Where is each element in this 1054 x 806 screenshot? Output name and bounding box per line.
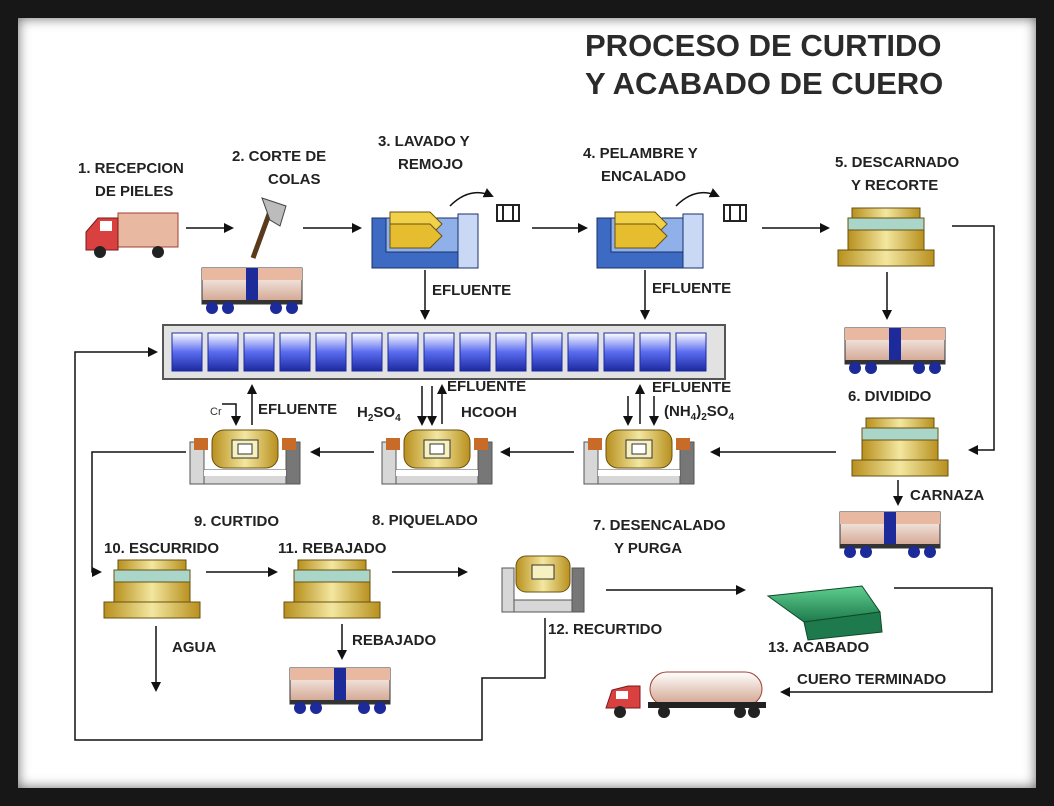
effluent-cell bbox=[387, 332, 419, 372]
railcar-icon-1 bbox=[201, 267, 303, 315]
step-2-label-2: COLAS bbox=[268, 171, 321, 188]
rebajado-label: REBAJADO bbox=[352, 632, 437, 649]
step-2-label: 2. CORTE DE bbox=[232, 148, 326, 165]
effluent-cell bbox=[207, 332, 239, 372]
diagram-title-line1: PROCESO DE CURTIDO bbox=[585, 28, 942, 63]
effluent-channel bbox=[162, 324, 726, 380]
shaving-machine-icon bbox=[283, 559, 381, 619]
finishing-machine-icon bbox=[766, 585, 883, 641]
tanker-truck-icon bbox=[605, 671, 766, 718]
railcar-icon-5 bbox=[844, 327, 946, 375]
h2so4-label: H2SO4 bbox=[357, 404, 401, 424]
step-3-label: 3. LAVADO Y bbox=[378, 133, 470, 150]
effluent-cell bbox=[603, 332, 635, 372]
washer-icon-4 bbox=[596, 211, 704, 269]
effluent-cell bbox=[171, 332, 203, 372]
flow-arrows bbox=[74, 223, 995, 741]
effluent-cell bbox=[531, 332, 563, 372]
efluente-label-9: EFLUENTE bbox=[258, 401, 337, 418]
step-7-label-2: Y PURGA bbox=[614, 540, 682, 557]
tanning-drum-icon bbox=[189, 429, 301, 485]
step-4-label: 4. PELAMBRE Y bbox=[583, 145, 698, 162]
cuero-terminado-label: CUERO TERMINADO bbox=[797, 671, 946, 688]
sammying-machine-icon bbox=[103, 559, 201, 619]
effluent-cell bbox=[423, 332, 455, 372]
effluent-cell bbox=[279, 332, 311, 372]
pickling-drum-icon bbox=[381, 429, 493, 485]
step-7-label: 7. DESENCALADO bbox=[593, 517, 726, 534]
effluent-cell bbox=[639, 332, 671, 372]
effluent-cell bbox=[495, 332, 527, 372]
effluent-cell bbox=[243, 332, 275, 372]
effluent-cell bbox=[351, 332, 383, 372]
effluent-cell bbox=[675, 332, 707, 372]
step-6-label: 6. DIVIDIDO bbox=[848, 388, 932, 405]
nh4-so4-label: (NH4)2SO4 bbox=[664, 403, 734, 423]
step-1-label: 1. RECEPCION bbox=[78, 160, 184, 177]
step-8-label: 8. PIQUELADO bbox=[372, 512, 478, 529]
step-5-label-2: Y RECORTE bbox=[851, 177, 938, 194]
step-11-label: 11. REBAJADO bbox=[278, 540, 387, 557]
step-5-label: 5. DESCARNADO bbox=[835, 154, 960, 171]
washer-icon-3 bbox=[371, 211, 479, 269]
railcar-icon-carnaza bbox=[839, 511, 941, 559]
step-13-label: 13. ACABADO bbox=[768, 639, 869, 656]
efluente-label-8: EFLUENTE bbox=[447, 378, 526, 395]
step-4-label-2: ENCALADO bbox=[601, 168, 686, 185]
step-3-label-2: REMOJO bbox=[398, 156, 463, 173]
diagram-title-line2: Y ACABADO DE CUERO bbox=[585, 66, 943, 101]
effluent-cell bbox=[459, 332, 491, 372]
effluent-cell bbox=[315, 332, 347, 372]
efluente-label-4: EFLUENTE bbox=[652, 280, 731, 297]
deliming-drum-icon bbox=[583, 429, 695, 485]
retanning-drum-icon bbox=[501, 555, 585, 613]
cr-label: Cr bbox=[210, 406, 222, 418]
fleshing-machine-icon bbox=[837, 207, 935, 267]
hcooh-label: HCOOH bbox=[461, 404, 517, 421]
step-1-label-2: DE PIELES bbox=[95, 183, 173, 200]
scraper-icon-3 bbox=[496, 204, 520, 222]
agua-label: AGUA bbox=[172, 639, 216, 656]
step-12-label: 12. RECURTIDO bbox=[548, 621, 663, 638]
step-9-label: 9. CURTIDO bbox=[194, 513, 279, 530]
carnaza-label: CARNAZA bbox=[910, 487, 984, 504]
axe-icon bbox=[250, 197, 287, 259]
efluente-label-7: EFLUENTE bbox=[652, 379, 731, 396]
truck-icon bbox=[85, 212, 179, 258]
railcar-icon-rebajado bbox=[289, 667, 391, 715]
scraper-icon-4 bbox=[723, 204, 747, 222]
efluente-label-3: EFLUENTE bbox=[432, 282, 511, 299]
step-10-label: 10. ESCURRIDO bbox=[104, 540, 219, 557]
splitting-machine-icon bbox=[851, 417, 949, 477]
effluent-cell bbox=[567, 332, 599, 372]
